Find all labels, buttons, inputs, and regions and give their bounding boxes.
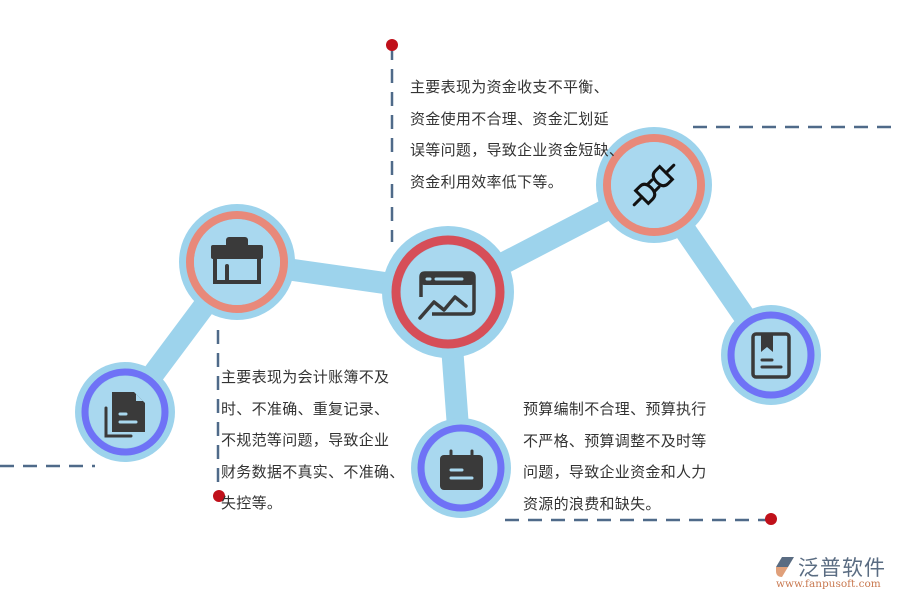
callout-funds: 主要表现为资金收支不平衡、 资金使用不合理、资金汇划延 误等问题，导致企业资金短… (410, 72, 624, 198)
callout-line: 失控等。 (221, 494, 283, 512)
callout-line: 不严格、预算调整不及时等 (523, 431, 707, 450)
callout-line: 资金使用不合理、资金汇划延 (410, 109, 609, 128)
callout-line: 问题，导致企业资金和人力 (523, 463, 707, 481)
callout-line: 时、不准确、重复记录、 (221, 399, 390, 418)
node-chart (382, 226, 514, 358)
callout-line: 不规范等问题，导致企业 (221, 431, 390, 449)
dashed-guides (0, 46, 900, 522)
callout-accounting: 主要表现为会计账簿不及 时、不准确、重复记录、 不规范等问题，导致企业 财务数据… (221, 362, 405, 520)
callout-line: 财务数据不真实、不准确、 (221, 462, 405, 481)
calendar-icon (440, 449, 483, 490)
logo-name: 泛普软件 (798, 556, 886, 580)
chart-window-icon (418, 271, 476, 320)
callout-line: 资源的浪费和缺失。 (523, 494, 661, 513)
brand-logo: 泛普软件 www.fanpusoft.com (770, 552, 895, 596)
node-plug (596, 127, 712, 243)
callout-line: 资金利用效率低下等。 (410, 172, 564, 191)
node-calendar (411, 418, 511, 518)
node-bookmark (721, 305, 821, 405)
logo-url: www.fanpusoft.com (776, 578, 881, 590)
callout-budget: 预算编制不合理、预算执行 不严格、预算调整不及时等 问题，导致企业资金和人力 资… (523, 394, 707, 520)
callout-line: 主要表现为会计账簿不及 (221, 368, 390, 386)
document-stack-icon (104, 392, 145, 438)
toolbox-icon (211, 237, 263, 284)
node-toolbox (179, 204, 295, 320)
callout-line: 预算编制不合理、预算执行 (523, 400, 707, 418)
bookmark-book-icon (751, 332, 791, 379)
logo-mark-icon (776, 557, 794, 577)
anchor-dots (213, 39, 777, 525)
node-document (75, 362, 175, 462)
callout-line: 误等问题，导致企业资金短缺、 (410, 141, 625, 159)
plug-icon (632, 163, 676, 207)
callout-line: 主要表现为资金收支不平衡、 (410, 78, 609, 96)
